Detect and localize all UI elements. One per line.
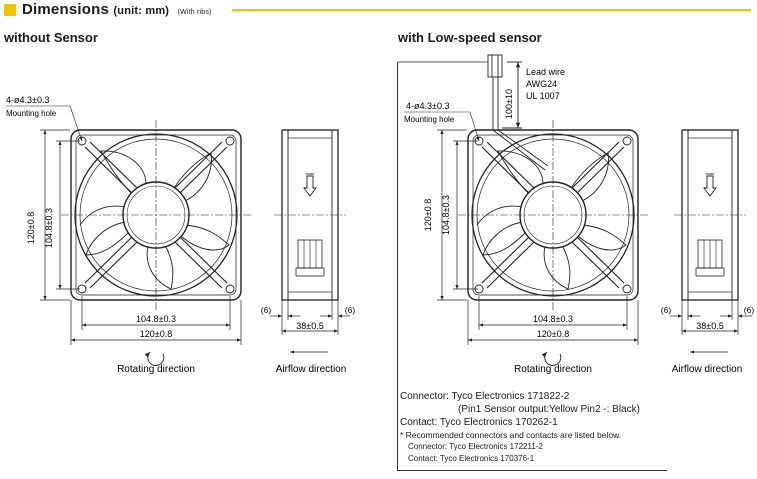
lead-wire <box>487 54 549 171</box>
left-section-title: without Sensor <box>4 30 98 45</box>
left-dim-pitch-v: 104.8±0.3 <box>44 208 54 248</box>
title-text: Dimensions <box>22 1 110 18</box>
left-vertical-dims <box>40 129 80 301</box>
page-title: Dimensions (unit: mm) (With ribs) <box>22 1 212 18</box>
left-airflow-label: Airflow direction <box>276 364 347 375</box>
right-hole-label: Mounting hole <box>404 115 455 124</box>
note-pins: (Pin1 Sensor output:Yellow Pin2 -: Black… <box>458 404 640 415</box>
lead-length: 100±10 <box>504 89 514 119</box>
right-side-view <box>673 129 747 301</box>
left-dim-outer-v: 120±0.8 <box>26 212 36 244</box>
right-dim-pitch-h: 104.8±0.3 <box>533 314 573 324</box>
callout-frame-bottom <box>397 470 667 471</box>
left-hole-spec: 4-ø4.3±0.3 <box>6 95 49 105</box>
right-vertical-dims <box>437 129 478 301</box>
lead-text-3: UL 1007 <box>526 91 560 101</box>
right-airflow-label: Airflow direction <box>672 364 743 375</box>
right-rotating-label: Rotating direction <box>514 364 592 375</box>
right-horizontal-dims <box>467 296 639 345</box>
left-hole-label: Mounting hole <box>6 109 57 118</box>
left-side-view <box>273 129 347 301</box>
left-horizontal-dims <box>70 296 242 345</box>
right-side-dims <box>670 300 752 354</box>
right-dim-pitch-v: 104.8±0.3 <box>441 195 451 235</box>
left-rotating-label: Rotating direction <box>117 364 195 375</box>
callout-frame-left <box>397 62 398 470</box>
ribs-note: (With ribs) <box>177 9 212 16</box>
note-rec-connector: Connector: Tyco Electronics 172211-2 <box>408 442 543 451</box>
left-gap-l: (6) <box>261 305 272 315</box>
note-connector: Connector: Tyco Electronics 171822-2 <box>400 391 570 402</box>
right-rotation-arrow <box>541 351 562 366</box>
lead-text-2: AWG24 <box>526 79 557 89</box>
right-front-view <box>457 119 649 311</box>
note-contact: Contact: Tyco Electronics 170262-1 <box>400 417 558 428</box>
section-header: Dimensions (unit: mm) (With ribs) <box>0 0 757 24</box>
note-rec-contact: Contact: Tyco Electronics 170376-1 <box>408 454 535 463</box>
right-section-title: with Low-speed sensor <box>398 30 542 45</box>
header-rule <box>232 9 751 11</box>
left-dim-outer-h: 120±0.8 <box>140 329 172 339</box>
right-dim-outer-v: 120±0.8 <box>423 199 433 231</box>
lead-text-1: Lead wire <box>526 67 565 77</box>
header-marker <box>4 4 16 16</box>
connector-notes: Connector: Tyco Electronics 171822-2 (Pi… <box>400 390 640 465</box>
unit-text: (unit: mm) <box>113 5 170 17</box>
left-side-dims <box>270 300 350 354</box>
left-dim-depth: 38±0.5 <box>296 321 323 331</box>
right-hole-spec: 4-ø4.3±0.3 <box>406 101 449 111</box>
left-gap-r: (6) <box>345 305 356 315</box>
right-gap-r: (6) <box>744 305 755 315</box>
right-dim-outer-h: 120±0.8 <box>537 329 569 339</box>
right-dim-depth: 38±0.5 <box>696 321 723 331</box>
note-recommend: * Recommended connectors and contacts ar… <box>400 430 622 440</box>
left-dim-pitch-h: 104.8±0.3 <box>136 314 176 324</box>
left-rotation-arrow <box>144 351 165 366</box>
left-front-view <box>60 119 252 311</box>
right-gap-l: (6) <box>661 305 672 315</box>
